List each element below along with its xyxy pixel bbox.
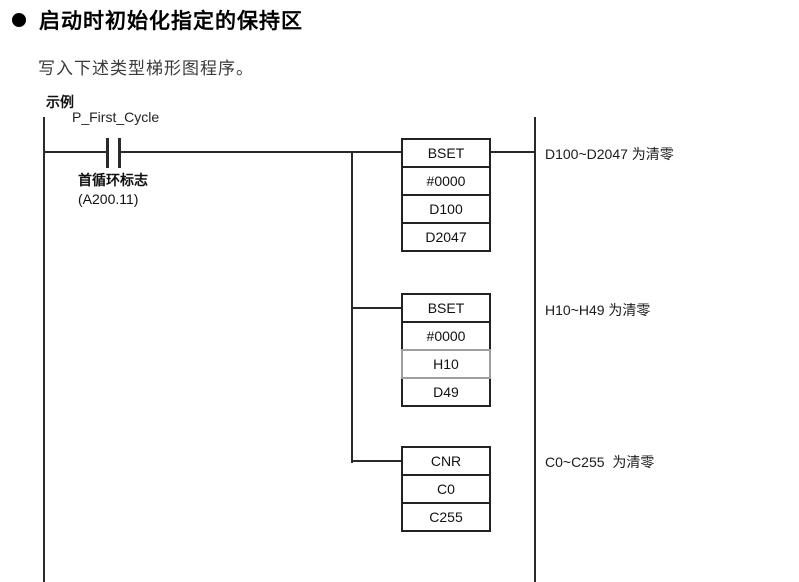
block-operand: D2047	[401, 222, 491, 252]
block-operand: C0	[401, 474, 491, 504]
wire-block1-output	[490, 151, 535, 153]
contact-flag-name: 首循环标志	[78, 172, 148, 188]
block-mnemonic: BSET	[401, 293, 491, 323]
page-title: 启动时初始化指定的保持区	[39, 10, 303, 33]
left-power-rail	[43, 117, 45, 582]
wire-rung-right	[121, 151, 402, 153]
contact-flag-address: (A200.11)	[78, 191, 139, 207]
block-operand: D100	[401, 194, 491, 224]
contact-icon	[118, 138, 121, 168]
bullet-icon	[12, 13, 26, 27]
section-heading: 启动时初始化指定的保持区	[12, 5, 303, 35]
block-operand-highlighted: H10	[401, 349, 491, 379]
block-operand: C255	[401, 502, 491, 532]
contact-label: P_First_Cycle	[72, 109, 160, 125]
wire-branch-to-block3	[351, 460, 402, 462]
wire-branch-to-block2	[351, 307, 402, 309]
block-mnemonic: CNR	[401, 446, 491, 476]
instruction-block-bset-2: BSET #0000 H10 D49	[401, 293, 491, 407]
contact-description: 首循环标志 (A200.11)	[78, 171, 148, 209]
example-label: 示例	[46, 94, 74, 110]
block-operand: #0000	[401, 166, 491, 196]
block-annotation: H10~H49 为清零	[545, 302, 651, 318]
section-subtitle: 写入下述类型梯形图程序。	[38, 59, 254, 78]
block-operand: #0000	[401, 321, 491, 351]
block-mnemonic: BSET	[401, 138, 491, 168]
wire-rung-left	[43, 151, 107, 153]
instruction-block-bset-1: BSET #0000 D100 D2047	[401, 138, 491, 252]
block-annotation: C0~C255 为清零	[545, 454, 655, 470]
instruction-block-cnr: CNR C0 C255	[401, 446, 491, 532]
block-annotation: D100~D2047 为清零	[545, 146, 674, 162]
contact-icon	[106, 138, 109, 168]
block-operand: D49	[401, 377, 491, 407]
right-power-rail	[534, 117, 536, 582]
